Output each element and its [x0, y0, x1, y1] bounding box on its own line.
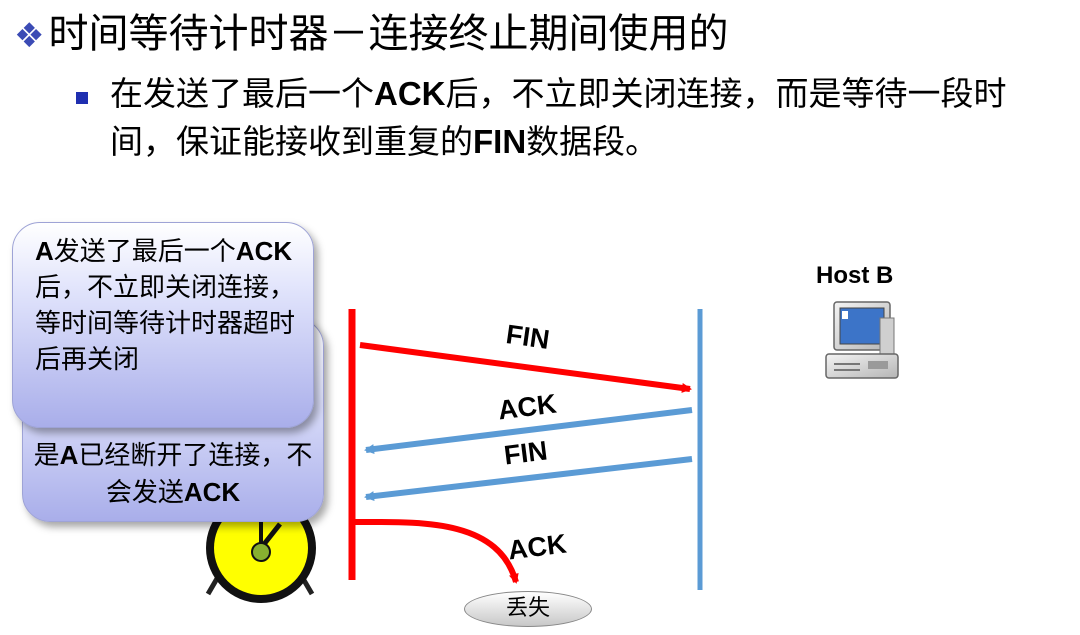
slide-title: ❖时间等待计时器－连接终止期间使用的 [14, 8, 728, 62]
callout-back-ack: ACK [183, 477, 241, 507]
lost-ack-arrow [351, 518, 519, 584]
computer-icon [825, 301, 899, 379]
callout-front-ack: ACK [235, 236, 293, 266]
callout-bubble-front: A发送了最后一个ACK 后，不立即关闭连接，等时间等待计时器超时后再关闭 [12, 222, 314, 428]
host-b-label: Host B [816, 262, 894, 289]
callout-back-text-2: 已经断开了连接，不会发送 [78, 441, 313, 508]
fin-arrow-2 [364, 456, 693, 502]
slide-title-text: 时间等待计时器－连接终止期间使用的 [48, 11, 729, 57]
subtitle-part-3: 数据段。 [526, 122, 659, 161]
fin-arrow-1 [359, 342, 692, 393]
subtitle-text: 在发送了最后一个ACK后，不立即关闭连接，而是等待一段时间，保证能接收到重复的F… [110, 70, 1070, 166]
fin-label-2: FIN [502, 435, 550, 471]
diamond-bullet-icon: ❖ [14, 16, 45, 56]
callout-front-text-2: 后，不立即关闭连接，等时间等待计时器超时后再关闭 [35, 273, 296, 375]
callout-back-a: A [59, 440, 79, 470]
callout-front-text-1: 发送了最后一个 [53, 237, 236, 267]
fin-label-1: FIN [504, 319, 552, 355]
subtitle-ack: ACK [374, 75, 446, 112]
callout-front-a: A [35, 236, 54, 266]
square-bullet-icon [76, 92, 88, 104]
callout-back-text-1: 是 [33, 441, 60, 471]
subtitle-fin: FIN [473, 123, 527, 160]
lost-label: 丢失 [464, 591, 592, 627]
subtitle-part-1: 在发送了最后一个 [110, 74, 374, 113]
ack-arrow-1 [364, 407, 693, 454]
subtitle-part-2: 后，不立即关闭连接，而是等待一段时间，保证能接收到重复的 [110, 74, 1007, 161]
